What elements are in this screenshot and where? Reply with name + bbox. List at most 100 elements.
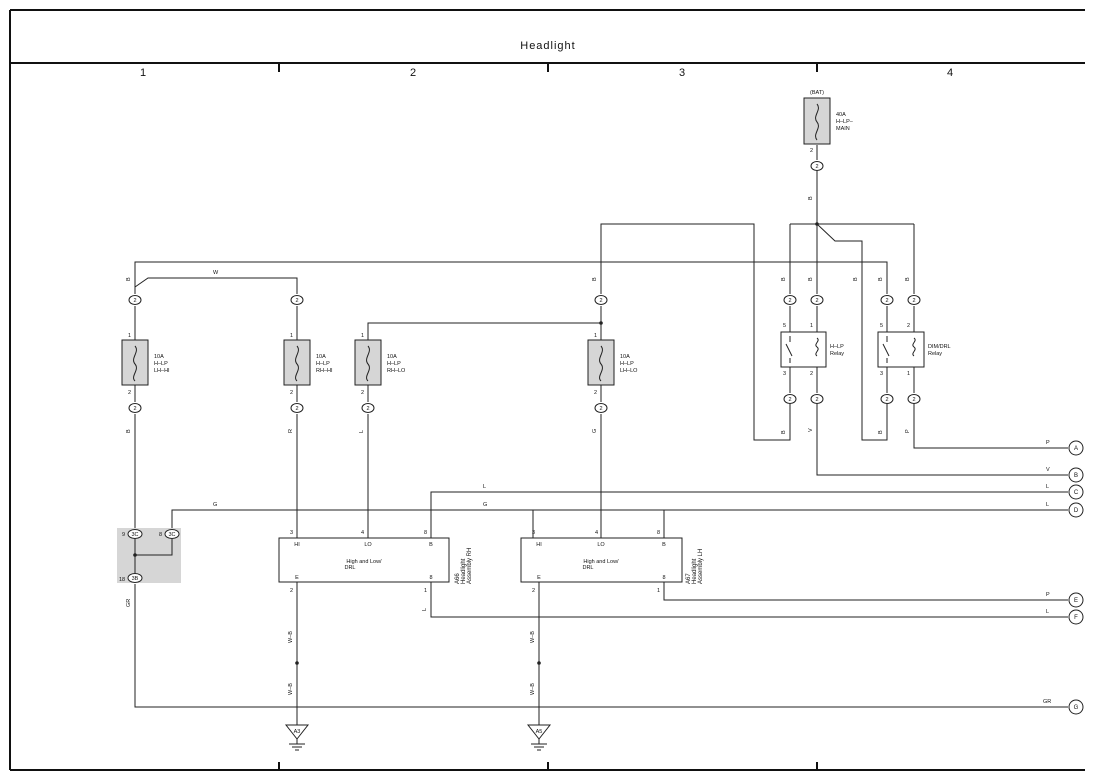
svg-text:L: L	[359, 430, 365, 433]
connector-oval: 2	[290, 295, 304, 305]
svg-text:9: 9	[122, 532, 125, 538]
svg-text:E: E	[295, 575, 299, 581]
connector-d: D	[1068, 502, 1084, 518]
svg-text:4: 4	[595, 530, 598, 536]
svg-text:DRL: DRL	[344, 565, 355, 571]
connector-b: B	[1068, 467, 1084, 483]
connector-number: 2	[815, 164, 818, 170]
junction-block: 9 3C 8 3C 18 3B	[117, 528, 181, 583]
svg-text:B: B	[808, 196, 814, 200]
fuse-rh-lo: 1 2 10A H–LP RH–LO	[354, 333, 406, 396]
svg-text:2: 2	[361, 390, 364, 396]
relay-dim-drl: 5 2 3 1 DIM/DRL Relay	[877, 323, 951, 377]
svg-text:2: 2	[128, 390, 131, 396]
column-number-1: 1	[140, 67, 146, 79]
svg-text:G: G	[213, 502, 217, 508]
svg-text:10A: 10A	[154, 354, 164, 360]
connector-c: C	[1068, 484, 1084, 500]
svg-text:3: 3	[880, 371, 883, 377]
svg-text:L: L	[483, 484, 486, 490]
svg-text:2: 2	[133, 298, 136, 304]
svg-text:F: F	[1074, 615, 1078, 621]
svg-text:G: G	[592, 429, 598, 433]
connector-oval: 2	[810, 394, 824, 404]
connector-f: F	[1068, 609, 1084, 625]
svg-text:W–B: W–B	[288, 631, 294, 643]
svg-text:8: 8	[657, 530, 660, 536]
svg-text:Assembly RH: Assembly RH	[467, 548, 473, 584]
ground-a3: A3	[284, 724, 310, 751]
connector-oval: 2	[783, 394, 797, 404]
svg-text:10A: 10A	[316, 354, 326, 360]
fuse-lh-hi: 1 2 10A H–LP LH–HI	[121, 333, 170, 396]
svg-text:2: 2	[532, 588, 535, 594]
connector-oval: 2	[783, 295, 797, 305]
svg-text:2: 2	[907, 323, 910, 329]
svg-text:8: 8	[429, 575, 432, 581]
svg-text:5: 5	[880, 323, 883, 329]
svg-text:E: E	[1074, 598, 1078, 604]
svg-text:8: 8	[662, 575, 665, 581]
svg-text:2: 2	[788, 397, 791, 403]
svg-text:4: 4	[361, 530, 364, 536]
connector-oval: 2	[880, 295, 894, 305]
svg-text:5: 5	[783, 323, 786, 329]
svg-text:D: D	[1074, 508, 1079, 514]
bat-label: (BAT)	[810, 90, 824, 96]
svg-text:1: 1	[128, 333, 131, 339]
assembly-code: A67	[686, 573, 692, 584]
svg-text:8: 8	[424, 530, 427, 536]
svg-text:W–B: W–B	[288, 683, 294, 695]
svg-text:DRL: DRL	[582, 565, 593, 571]
connector-oval: 2	[290, 403, 304, 413]
svg-text:L: L	[422, 608, 428, 611]
svg-text:Relay: Relay	[928, 351, 942, 357]
svg-text:3C: 3C	[131, 532, 138, 538]
connector-oval: 2	[907, 394, 921, 404]
svg-text:DIM/DRL: DIM/DRL	[928, 344, 951, 350]
column-number-3: 3	[679, 67, 685, 79]
svg-text:C: C	[1074, 490, 1079, 496]
svg-text:1: 1	[907, 371, 910, 377]
svg-text:B: B	[662, 542, 666, 548]
svg-text:Headlight: Headlight	[692, 558, 698, 584]
main-fuse: (BAT) 40A H–LP– MAIN 2 2	[803, 90, 854, 171]
svg-text:3B: 3B	[132, 576, 139, 582]
svg-text:E: E	[537, 575, 541, 581]
svg-text:2: 2	[366, 406, 369, 412]
page-title: Headlight	[520, 40, 575, 52]
svg-text:2: 2	[815, 298, 818, 304]
wires	[134, 145, 1068, 725]
svg-text:P: P	[905, 429, 911, 433]
connector-oval: 2	[907, 295, 921, 305]
fuse-lh-lo: 1 2 10A H–LP LH–LO	[587, 333, 638, 396]
svg-text:Relay: Relay	[830, 351, 844, 357]
svg-text:B: B	[1074, 473, 1078, 479]
ground-a5: A5	[526, 724, 552, 751]
svg-text:8: 8	[159, 532, 162, 538]
connector-oval: 2	[810, 295, 824, 305]
svg-text:B: B	[429, 542, 433, 548]
svg-text:H–LP: H–LP	[387, 361, 401, 367]
assembly-code: A66	[455, 573, 461, 584]
main-fuse-label-2: MAIN	[836, 126, 850, 132]
frame	[9, 9, 1085, 771]
svg-text:H–LP: H–LP	[154, 361, 168, 367]
main-fuse-amp: 40A	[836, 112, 846, 118]
connector-e: E	[1068, 592, 1084, 608]
svg-text:B: B	[592, 277, 598, 281]
svg-text:2: 2	[295, 406, 298, 412]
svg-text:3: 3	[783, 371, 786, 377]
svg-text:G: G	[1074, 705, 1079, 711]
svg-text:1: 1	[361, 333, 364, 339]
svg-text:W–B: W–B	[530, 631, 536, 643]
svg-text:Headlight: Headlight	[461, 558, 467, 584]
svg-text:W: W	[213, 270, 219, 276]
svg-text:A5: A5	[536, 729, 543, 735]
svg-text:B: B	[878, 277, 884, 281]
svg-text:Assembly LH: Assembly LH	[698, 549, 704, 584]
svg-text:GR: GR	[1043, 699, 1051, 705]
off-page-connectors: A B C D E F G	[1068, 440, 1084, 715]
svg-text:2: 2	[295, 298, 298, 304]
